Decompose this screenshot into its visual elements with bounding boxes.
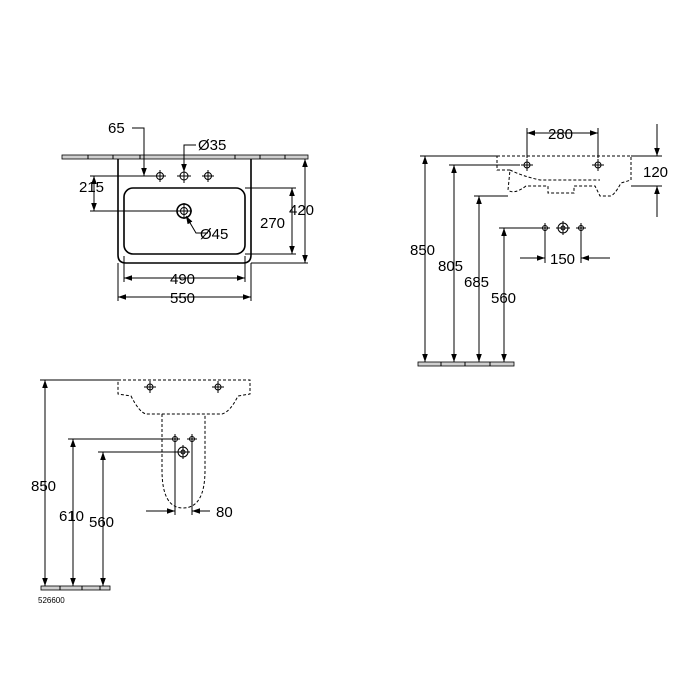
dim-490-label: 490: [170, 271, 195, 288]
side-tap-holes: [521, 159, 604, 171]
front-basin-outline: [117, 379, 251, 415]
front-dim-610-label: 610: [59, 508, 84, 525]
side-basin-outline: [496, 155, 632, 197]
dim-dia45-label: Ø45: [200, 226, 228, 243]
dim-420-label: 420: [289, 202, 314, 219]
dim-685-label: 685: [464, 274, 489, 291]
side-bowl-curve: [509, 169, 600, 181]
floor-ticks: [440, 362, 491, 366]
front-dim-560-label: 560: [89, 514, 114, 531]
dim-65-leader: [132, 127, 147, 176]
side-waste-connection: [540, 221, 586, 235]
dim-dia35-leader: [181, 144, 196, 172]
dim-dia35-label: Ø35: [198, 137, 226, 154]
dim-560-label: 560: [491, 290, 516, 307]
dim-270-label: 270: [260, 215, 285, 232]
article-number: 526600: [38, 596, 65, 605]
dim-850-label: 850: [410, 242, 435, 259]
front-dim-850-label: 850: [31, 478, 56, 495]
wall-line: [61, 154, 309, 160]
side-view: 280 120 850 805 685 560 150: [410, 124, 668, 367]
floor-line: [417, 361, 515, 367]
dim-120-label: 120: [643, 164, 668, 181]
drain-hole: [176, 203, 192, 219]
front-pedestal-outline: [161, 414, 206, 509]
dim-550-label: 550: [170, 290, 195, 307]
dim-65-label: 65: [108, 120, 125, 137]
dim-805-label: 805: [438, 258, 463, 275]
front-tap-holes: [144, 381, 224, 393]
front-view: 850 610 560 80 526600: [31, 379, 251, 605]
front-floor-line: [40, 585, 111, 591]
dim-280-label: 280: [548, 126, 573, 143]
basin-outline: [117, 159, 252, 264]
dim-dia45-leader: [185, 215, 208, 234]
wall-ticks: [87, 155, 286, 159]
front-dim-80-label: 80: [216, 504, 233, 521]
dim-150-label: 150: [550, 251, 575, 268]
basin-bowl: [123, 187, 246, 255]
front-connections: [170, 434, 197, 459]
top-view: 65 Ø35 215 270 420 Ø45 490 550: [61, 120, 314, 307]
dim-215-label: 215: [79, 179, 104, 196]
front-floor-ticks: [59, 586, 101, 590]
